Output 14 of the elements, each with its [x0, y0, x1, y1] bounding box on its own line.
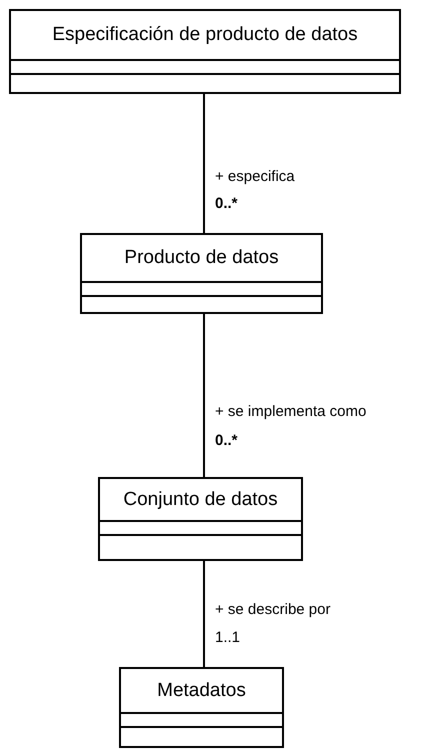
association-line [203, 94, 205, 233]
class-box [119, 667, 284, 748]
class-box [98, 477, 303, 561]
class-name: Especificación de producto de datos [52, 24, 358, 46]
edge-label: + se implementa como [215, 403, 366, 420]
association-line [203, 561, 205, 667]
class-name: Metadatos [157, 680, 246, 702]
association-line [203, 314, 205, 477]
class-box [80, 233, 323, 314]
edge-label: + se describe por [215, 601, 330, 618]
class-name: Conjunto de datos [123, 488, 278, 510]
edge-label: + especifica [215, 168, 295, 185]
class-name: Producto de datos [124, 247, 279, 269]
class-box [9, 9, 401, 94]
